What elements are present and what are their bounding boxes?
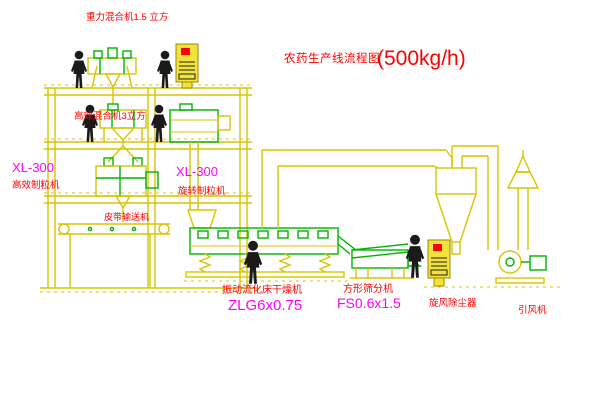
secondary-mixer <box>99 103 147 167</box>
person-figure-6 <box>405 234 425 278</box>
person-figure-2 <box>157 50 173 88</box>
diagram-title: 农药生产线流程图 <box>284 51 380 65</box>
label-dryer-name: 振动流化床干燥机 <box>222 283 302 296</box>
person-figure-1 <box>71 50 87 88</box>
label-dryer-model: ZLG6x0.75 <box>228 297 302 314</box>
label-granulator-left-model: XL-300 <box>12 160 54 175</box>
diagram-capacity: (500kg/h) <box>377 47 466 70</box>
cyclone-dust-collector <box>435 145 499 255</box>
label-granulator-left-name: 高效制粒机 <box>12 179 60 191</box>
label-cyclone: 旋风除尘器 <box>429 297 477 309</box>
belt-conveyor <box>58 223 170 288</box>
control-cabinet-top <box>175 43 199 89</box>
exhaust-stack <box>506 150 540 250</box>
label-belt-conveyor: 皮带输送机 <box>104 211 149 222</box>
label-granulator-mid-name: 旋转制粒机 <box>178 185 226 197</box>
control-cabinet-right <box>427 239 451 287</box>
label-sieve-name: 方形筛分机 <box>343 282 393 295</box>
granulator-left <box>95 165 159 222</box>
gravity-mixer <box>87 47 137 104</box>
exhaust-duct <box>261 149 453 228</box>
person-figure-4 <box>151 104 167 142</box>
label-gravity-mixer: 重力混合机1.5 立方 <box>86 11 168 23</box>
fluid-bed-dryer <box>184 227 357 282</box>
label-high-eff-mixer: 高效混合机3立方 <box>74 110 146 122</box>
label-sieve-model: FS0.6x1.5 <box>337 295 401 311</box>
label-granulator-mid-model: XL-300 <box>176 164 218 179</box>
induced-draft-fan <box>424 250 560 288</box>
label-fan: 引风机 <box>518 304 547 316</box>
